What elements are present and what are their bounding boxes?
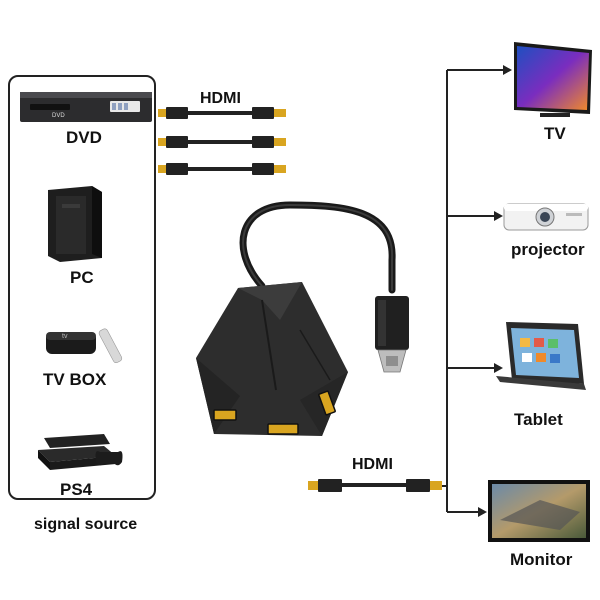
- output-label-tablet: Tablet: [514, 410, 563, 429]
- hdmi-input-cable-1: [158, 107, 286, 119]
- tablet-icon: [496, 322, 586, 390]
- projector-icon: [503, 203, 589, 231]
- source-label-ps4: PS4: [60, 480, 93, 499]
- hdmi-input-cable-2: [158, 136, 286, 148]
- monitor-icon: [488, 480, 590, 542]
- hdmi-input-cable-3: [158, 163, 286, 175]
- hdmi-output-cable: [308, 479, 442, 492]
- tv-icon: [514, 42, 592, 117]
- output-branch-lines: [442, 69, 505, 513]
- source-label-tv-box: TV BOX: [43, 370, 107, 389]
- tv-box-icon: tv: [46, 328, 123, 364]
- hdmi-switch-device-icon: [196, 282, 348, 436]
- hdmi-switch-cable: [239, 201, 396, 294]
- output-arrowheads: [478, 65, 512, 517]
- hdmi-output-plug-icon: [375, 296, 409, 373]
- output-label-projector: projector: [511, 240, 585, 259]
- remote-control-icon: [98, 328, 123, 364]
- output-label-tv: TV: [544, 124, 566, 143]
- dvd-player-icon: DVD: [20, 92, 152, 122]
- game-controller-icon: [95, 451, 123, 466]
- hdmi-output-label: HDMI: [352, 456, 393, 473]
- dvd-logo-text: DVD: [52, 113, 65, 119]
- output-label-monitor: Monitor: [510, 550, 573, 569]
- pc-tower-icon: [48, 186, 102, 262]
- ps4-console-icon: [38, 434, 123, 470]
- tvbox-logo-text: tv: [62, 333, 68, 340]
- signal-source-caption: signal source: [34, 516, 138, 533]
- hdmi-input-label: HDMI: [200, 90, 241, 107]
- source-label-pc: PC: [70, 268, 94, 287]
- signal-source-frame: [8, 75, 156, 500]
- source-label-dvd: DVD: [66, 128, 102, 147]
